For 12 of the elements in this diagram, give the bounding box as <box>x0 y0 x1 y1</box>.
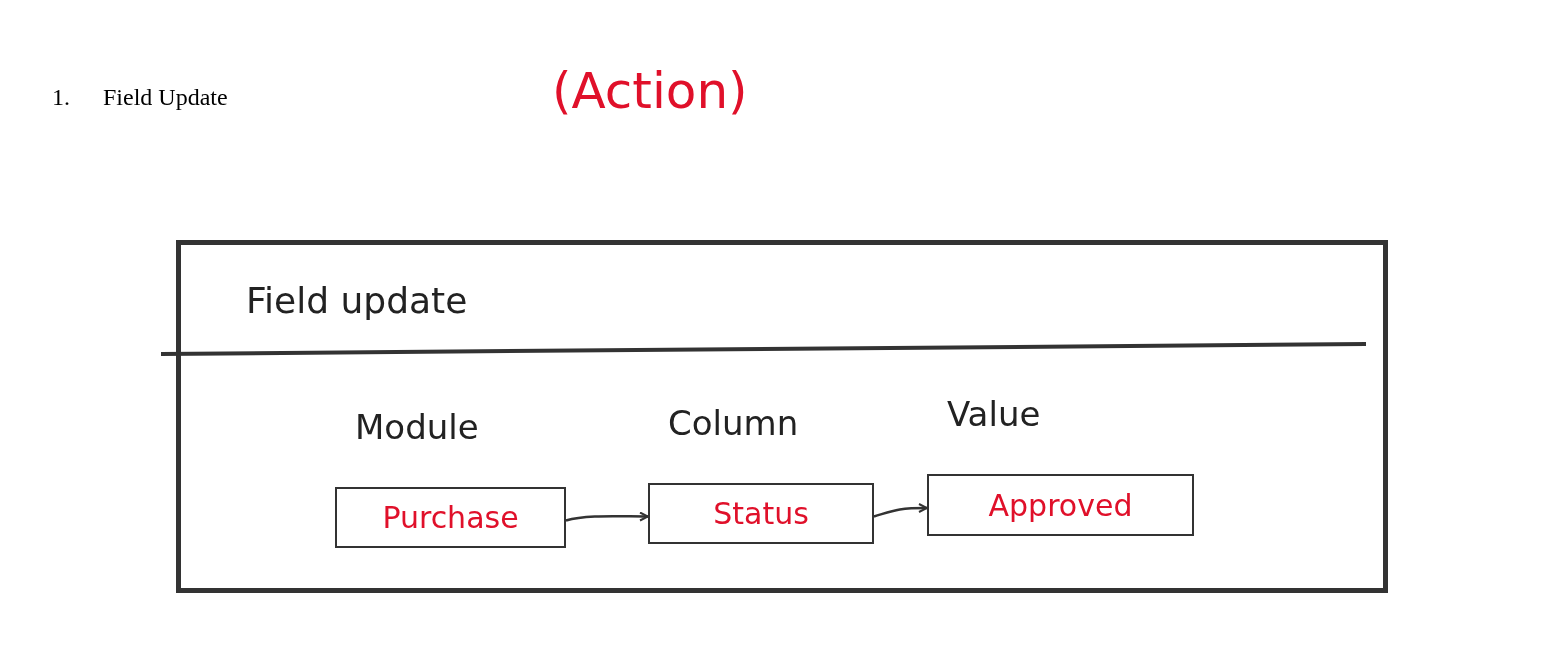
box-label: Status <box>712 495 810 533</box>
title: Field Update <box>103 84 228 111</box>
box-label: Approved <box>987 486 1134 525</box>
arrow <box>873 503 928 518</box>
arrow <box>565 511 649 522</box>
column-heading: Column <box>668 403 799 443</box>
list-number: 1. <box>52 84 70 111</box>
handwritten-note: (Action) <box>552 62 748 120</box>
box-label: Purchase <box>381 499 520 537</box>
heading: Field update <box>246 280 468 321</box>
column-heading: Module <box>355 407 479 447</box>
column-heading: Value <box>947 394 1041 434</box>
